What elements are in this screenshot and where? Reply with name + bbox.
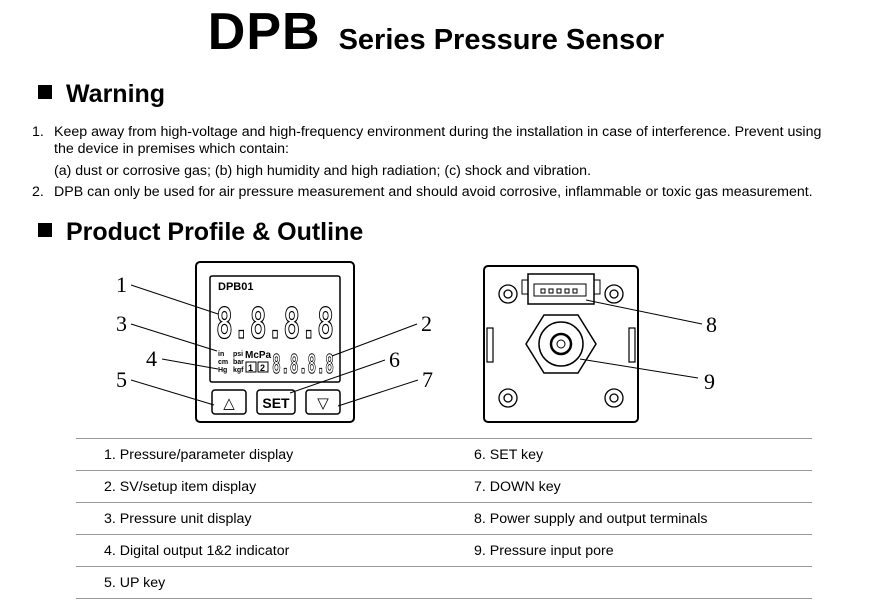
unit-bar: bar [233,359,244,366]
output-2-label: 2 [260,363,265,373]
up-key[interactable] [211,389,247,415]
unit-psi: psi [233,351,243,358]
back-leader-lines [579,299,703,379]
down-arrow-icon: ▽ [317,394,329,412]
back-callouts: 8 9 [704,312,717,394]
output-1-indicator [245,361,257,373]
warning-item-conditions: (a) dust or corrosive gas; (b) high humi… [54,163,592,179]
page-title: DPB Series Pressure Sensor [0,2,872,62]
warning-item-text: Keep away from high-voltage and high-fre… [54,124,822,140]
unit-cm: cm [218,359,228,366]
table-cell: 2. SV/setup item display [104,479,257,495]
down-key[interactable] [305,389,341,415]
table-row: 3. Pressure unit display 8. Power supply… [76,502,812,534]
table-cell: 3. Pressure unit display [104,511,252,527]
warning-heading-text: Warning [66,80,166,108]
table-cell: 8. Power supply and output terminals [474,511,708,527]
callout-6: 6 [389,347,400,372]
table-cell: 5. UP key [104,575,166,591]
unit-in: in [218,351,224,358]
unit-hg: Hg [218,367,227,374]
callout-9: 9 [704,369,715,394]
table-cell: 1. Pressure/parameter display [104,447,294,463]
unit-kgf: kgf [233,367,244,374]
table-cell: 6. SET key [474,447,544,463]
front-housing [195,261,355,423]
unit-mcpa: McPa [245,350,272,361]
callout-2: 2 [421,311,432,336]
lcd-frame [209,275,341,383]
pressure-input-pore [549,332,573,356]
callout-4: 4 [146,346,157,371]
main-pressure-display: 8.8.8.8 [216,299,334,348]
table-row: 1. Pressure/parameter display 6. SET key [76,438,812,470]
table-cell: 9. Pressure input pore [474,543,614,559]
front-leader-lines [130,284,419,407]
callout-5: 5 [116,367,127,392]
profile-heading: Product Profile & Outline [38,218,363,247]
back-housing [483,265,639,423]
sv-setup-display: 8.8.8.8 [272,350,334,380]
title-subtitle: Series Pressure Sensor [338,24,665,56]
set-key[interactable] [256,389,296,415]
warning-item-number: 1. [32,124,44,140]
table-row: 2. SV/setup item display 7. DOWN key [76,470,812,502]
callout-7: 7 [422,367,433,392]
set-key-label: SET [262,395,290,411]
table-cell: 7. DOWN key [474,479,561,495]
warning-item-text: DPB can only be used for air pressure me… [54,184,813,200]
bullet-square-icon [38,85,52,99]
output-1-label: 1 [248,363,253,373]
title-main: DPB [207,3,321,61]
callout-3: 3 [116,311,127,336]
table-cell: 4. Digital output 1&2 indicator [104,543,290,559]
warning-item-number: 2. [32,184,44,200]
table-row: 5. UP key [76,566,812,599]
product-outline-figure: DPB01 8.8.8.8 in cm Hg psi bar kgf McPa … [116,261,717,423]
front-callouts: 1 2 3 4 6 5 7 [116,272,433,392]
table-row: 4. Digital output 1&2 indicator 9. Press… [76,534,812,566]
up-arrow-icon: △ [223,394,235,412]
callout-1: 1 [116,272,127,297]
bullet-square-icon [38,223,52,237]
warning-item-text: the device in premises which contain: [54,141,290,157]
profile-heading-text: Product Profile & Outline [66,218,364,246]
warning-heading: Warning [38,80,165,109]
parts-table: 1. Pressure/parameter display 6. SET key… [76,438,812,599]
callout-8: 8 [706,312,717,337]
model-label: DPB01 [218,281,253,293]
pressure-port-hex [525,314,597,374]
output-2-indicator [257,361,269,373]
front-view: DPB01 8.8.8.8 in cm Hg psi bar kgf McPa … [195,261,355,423]
back-view [483,265,639,423]
